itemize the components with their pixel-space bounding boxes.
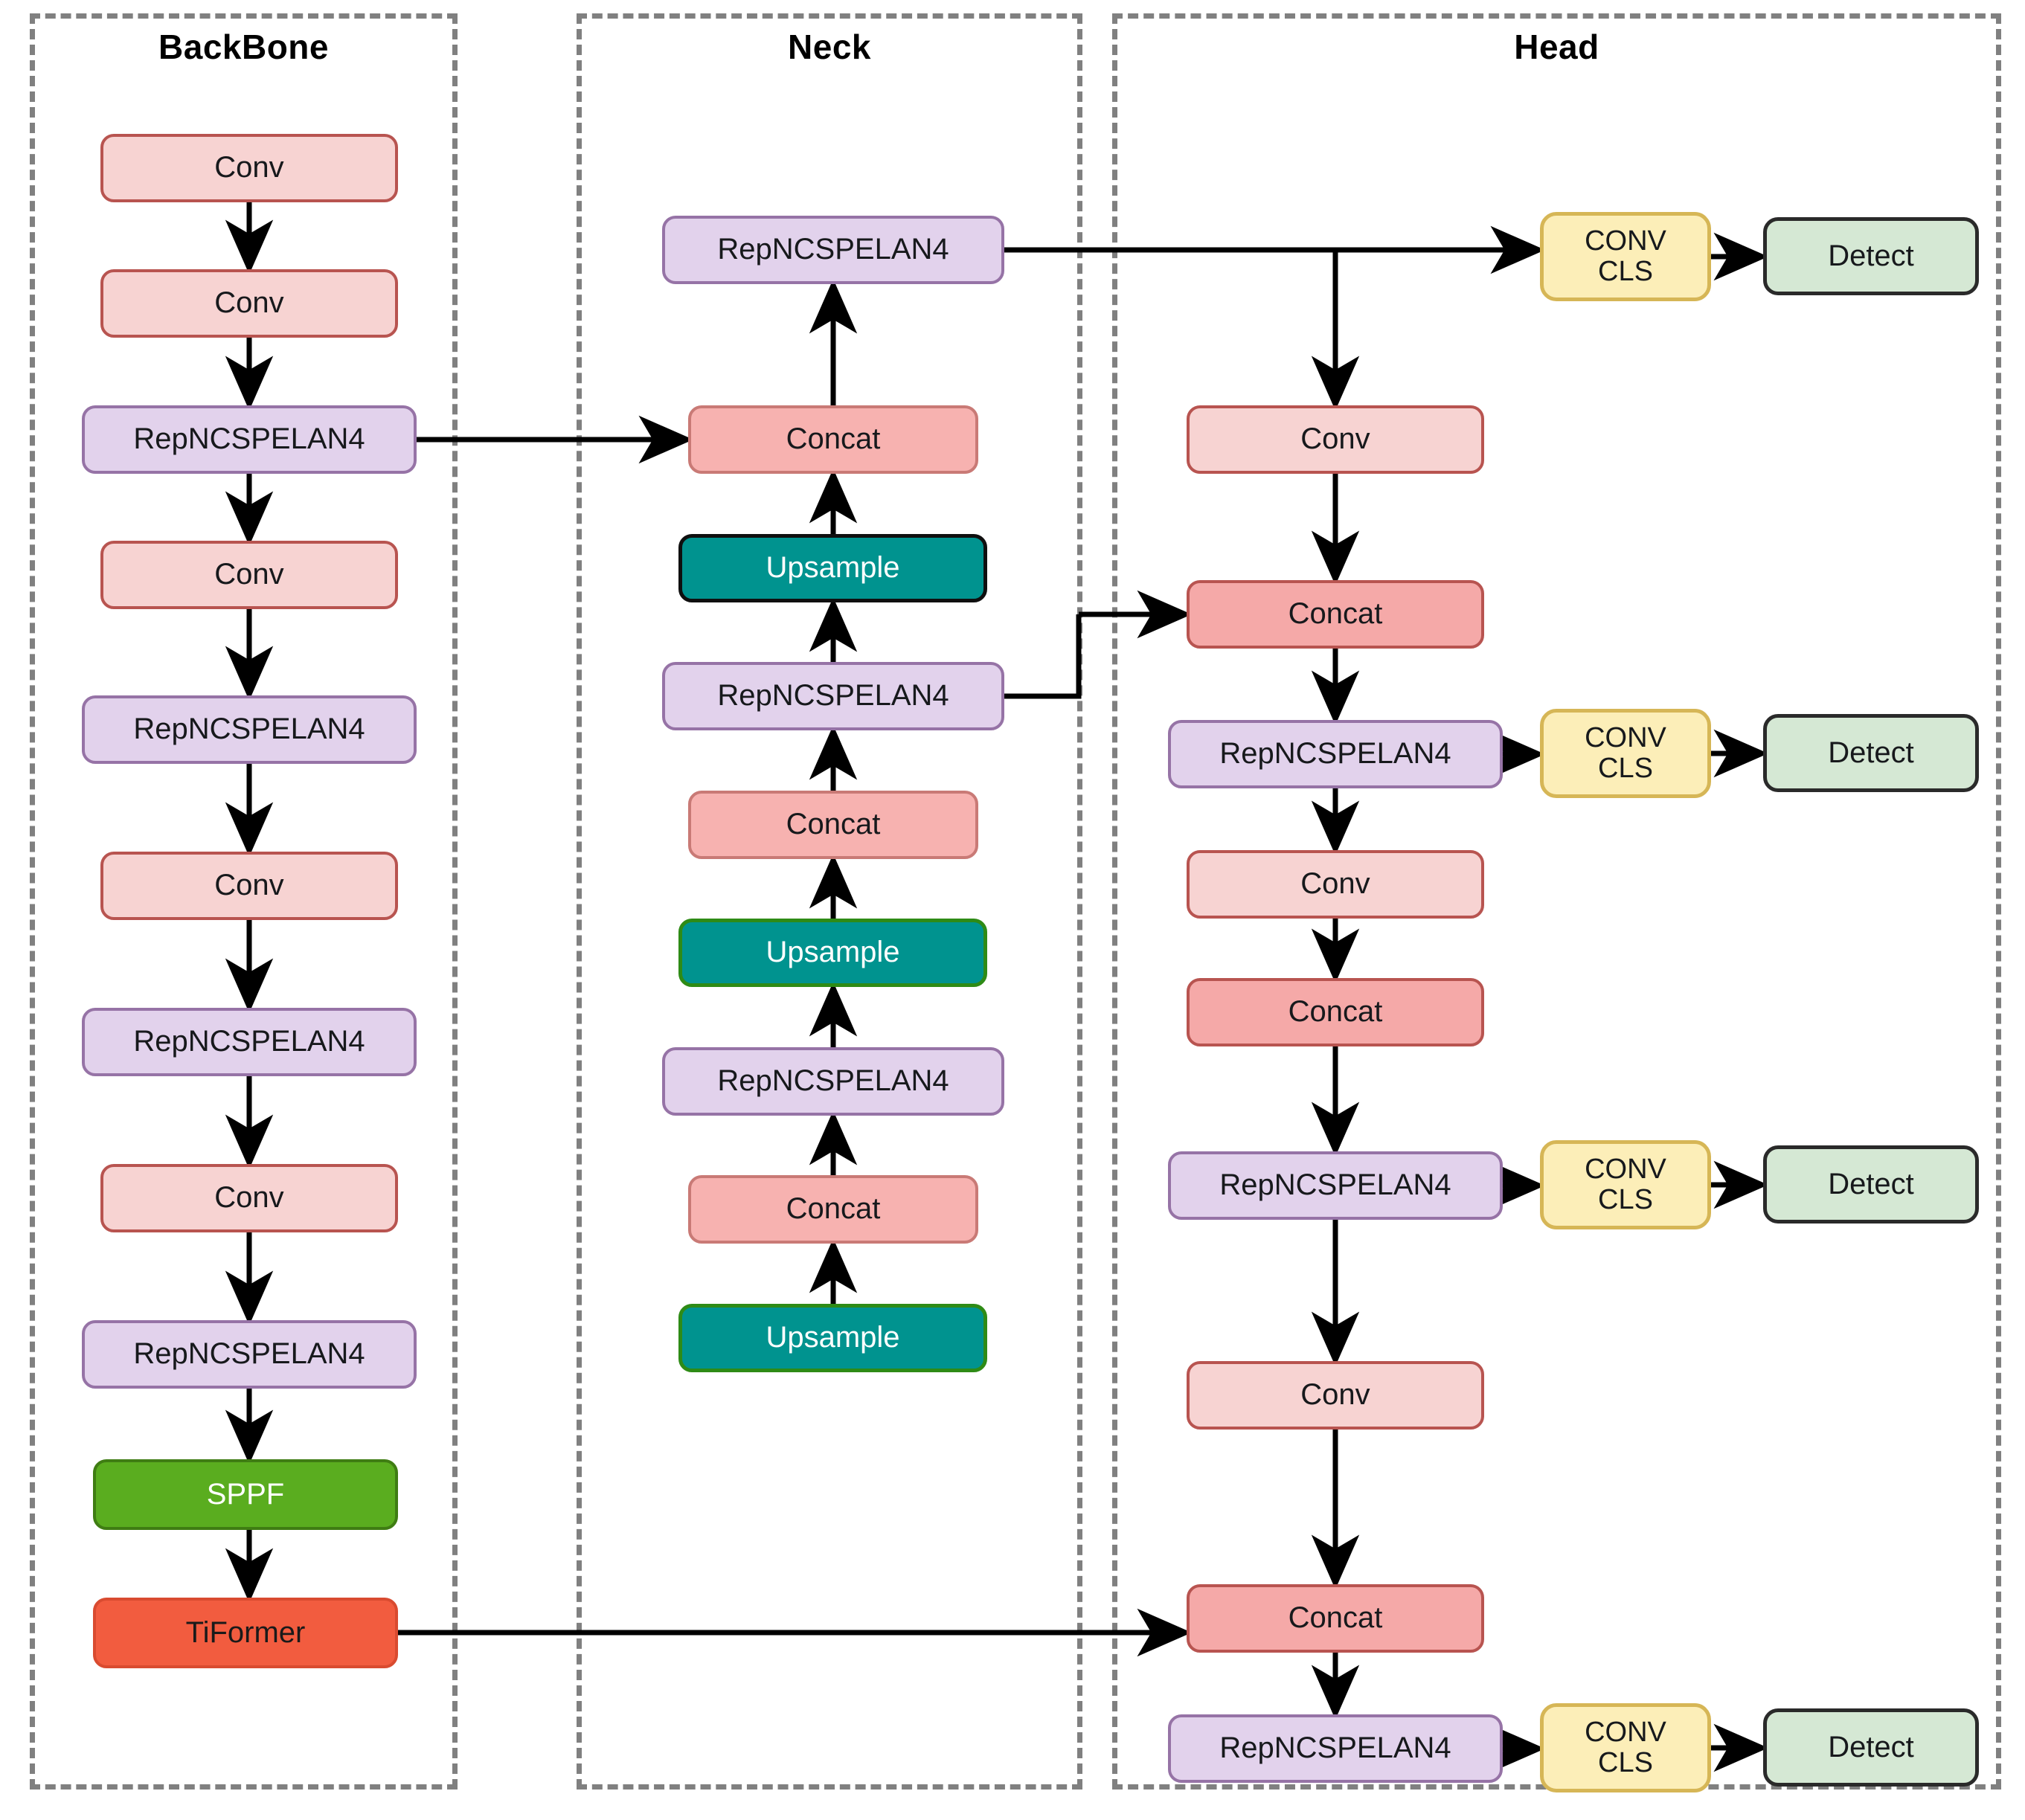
group-title-neck: Neck [788,28,871,66]
node-detect-3[interactable]: Detect [1763,1145,1979,1223]
node-hd-concat-3[interactable]: Concat [1187,1584,1484,1653]
group-box-neck [577,13,1082,1790]
node-nk-repn-top[interactable]: RepNCSPELAN4 [662,216,1004,284]
node-hd-conv-3[interactable]: Conv [1187,1361,1484,1430]
node-hd-concat-1[interactable]: Concat [1187,580,1484,649]
node-bb-conv-2[interactable]: Conv [100,269,398,338]
node-bb-tiformer[interactable]: TiFormer [93,1598,398,1668]
node-bb-sppf[interactable]: SPPF [93,1459,398,1530]
node-detect-4[interactable]: Detect [1763,1708,1979,1787]
node-hd-concat-2[interactable]: Concat [1187,978,1484,1046]
node-detect-1[interactable]: Detect [1763,217,1979,295]
node-hd-repn-2[interactable]: RepNCSPELAN4 [1168,1151,1503,1220]
group-title-backbone: BackBone [158,28,329,66]
node-nk-ups-2[interactable]: Upsample [678,919,987,987]
node-detect-2[interactable]: Detect [1763,714,1979,792]
node-nk-ups-1[interactable]: Upsample [678,534,987,602]
node-hd-repn-3[interactable]: RepNCSPELAN4 [1168,1714,1503,1783]
node-bb-conv-3[interactable]: Conv [100,541,398,609]
node-cls-2[interactable]: CONV CLS [1540,709,1711,798]
node-bb-conv-5[interactable]: Conv [100,1164,398,1232]
node-cls-1[interactable]: CONV CLS [1540,212,1711,301]
node-hd-conv-1[interactable]: Conv [1187,405,1484,474]
node-nk-repn-mid[interactable]: RepNCSPELAN4 [662,662,1004,730]
node-nk-concat-1[interactable]: Concat [688,405,978,474]
node-hd-conv-2[interactable]: Conv [1187,850,1484,919]
node-bb-conv-4[interactable]: Conv [100,852,398,920]
node-bb-repn-3[interactable]: RepNCSPELAN4 [82,1008,417,1076]
node-hd-repn-1[interactable]: RepNCSPELAN4 [1168,720,1503,788]
node-nk-concat-3[interactable]: Concat [688,1175,978,1244]
node-bb-repn-1[interactable]: RepNCSPELAN4 [82,405,417,474]
node-bb-repn-2[interactable]: RepNCSPELAN4 [82,695,417,764]
group-title-head: Head [1514,28,1599,66]
node-bb-conv-1[interactable]: Conv [100,134,398,202]
node-nk-repn-bot[interactable]: RepNCSPELAN4 [662,1047,1004,1116]
node-nk-concat-2[interactable]: Concat [688,791,978,859]
node-nk-ups-3[interactable]: Upsample [678,1304,987,1372]
node-cls-4[interactable]: CONV CLS [1540,1703,1711,1792]
node-cls-3[interactable]: CONV CLS [1540,1140,1711,1229]
node-bb-repn-4[interactable]: RepNCSPELAN4 [82,1320,417,1389]
group-box-backbone [30,13,458,1790]
